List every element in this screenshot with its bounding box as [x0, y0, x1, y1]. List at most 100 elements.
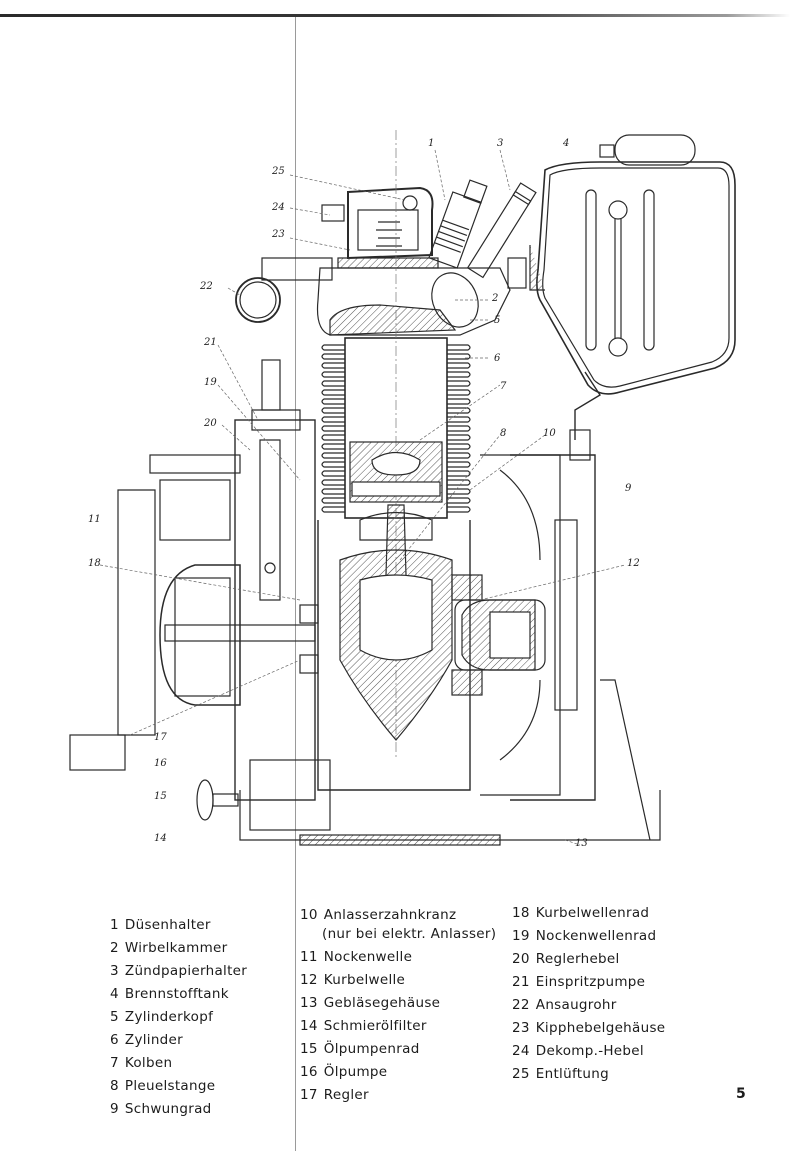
legend-item: 24 Dekomp.-Hebel	[512, 1040, 665, 1063]
decompression-lever	[321, 204, 345, 222]
legend-item-label: Schmierölfilter	[323, 1018, 427, 1034]
cooling-fin	[447, 398, 471, 405]
cooling-fin	[447, 479, 471, 486]
legend-item: 20 Reglerhebel	[512, 948, 665, 971]
cooling-fin	[321, 479, 345, 486]
legend-item-label: Entlüftung	[535, 1066, 609, 1082]
legend-item-number: 8	[110, 1078, 119, 1094]
cooling-fin	[321, 470, 345, 477]
cylinder	[321, 344, 471, 513]
crankcase	[239, 520, 661, 846]
legend-item-label: Kurbelwelle	[323, 972, 406, 988]
callout-12: 12	[627, 558, 640, 569]
legend-item-label: Einspritzpumpe	[535, 974, 646, 990]
legend-item: 22 Ansaugrohr	[512, 994, 665, 1017]
cooling-fin	[447, 443, 471, 450]
legend-item-number: 3	[110, 963, 119, 979]
legend-item: 18 Kurbelwellenrad	[512, 902, 665, 925]
legend-item-number: 24	[512, 1043, 530, 1059]
callout-6: 6	[494, 353, 501, 364]
cooling-fin	[447, 488, 471, 495]
cooling-fin	[321, 380, 345, 387]
cooling-fin	[321, 497, 345, 504]
legend-item-number: 23	[512, 1020, 530, 1036]
callout-24: 24	[272, 202, 285, 213]
cooling-fin	[447, 425, 471, 432]
callout-1: 1	[428, 138, 435, 149]
cooling-fin	[447, 434, 471, 441]
legend-item-number: 17	[300, 1087, 318, 1103]
legend-item-label: Wirbelkammer	[124, 940, 228, 956]
callout-21: 21	[204, 337, 217, 348]
legend-item-number: 21	[512, 974, 530, 990]
head-bolt	[507, 257, 527, 289]
cooling-fin	[447, 362, 471, 369]
legend-item-label: Gebläsegehäuse	[323, 995, 441, 1011]
camshaft-side	[69, 359, 331, 831]
scan-fold-line	[295, 17, 296, 1151]
callout-25: 25	[272, 166, 285, 177]
cooling-fin	[447, 344, 471, 351]
cooling-fin	[447, 461, 471, 468]
legend-item-label: Zündpapierhalter	[124, 963, 248, 979]
callout-15: 15	[154, 791, 167, 802]
legend-item: 13 Gebläsegehäuse	[300, 992, 496, 1015]
callout-13: 13	[575, 838, 588, 849]
cooling-fin	[447, 470, 471, 477]
cooling-fin	[447, 506, 471, 513]
cooling-fin	[321, 398, 345, 405]
legend-item-label: Zylinderkopf	[124, 1009, 214, 1025]
cooling-fin	[321, 488, 345, 495]
callout-8: 8	[500, 428, 507, 439]
legend-item: 8 Pleuelstange	[110, 1075, 247, 1098]
legend-item-number: 15	[300, 1041, 318, 1057]
cooling-fin	[447, 353, 471, 360]
page-number: 5	[736, 1086, 746, 1102]
legend-item-label: Nockenwellenrad	[535, 928, 657, 944]
legend-item-label: Kurbelwellenrad	[535, 905, 650, 921]
legend-item: 21 Einspritzpumpe	[512, 971, 665, 994]
callout-10: 10	[543, 428, 556, 439]
cooling-fin	[447, 416, 471, 423]
starting-crank	[117, 489, 156, 736]
legend-item-number: 22	[512, 997, 530, 1013]
callout-22: 22	[200, 281, 213, 292]
callout-2: 2	[492, 293, 499, 304]
callout-23: 23	[272, 229, 285, 240]
cooling-fin	[321, 371, 345, 378]
legend-item-label: Ansaugrohr	[535, 997, 617, 1013]
callout-18: 18	[88, 558, 101, 569]
cooling-fin	[447, 452, 471, 459]
cooling-fin	[447, 380, 471, 387]
legend-item-number: 12	[300, 972, 318, 988]
camshaft-housing	[159, 479, 231, 541]
legend-item-label: Dekomp.-Hebel	[535, 1043, 644, 1059]
cooling-fin	[321, 362, 345, 369]
injection-pump	[261, 359, 281, 411]
legend-item-number: 13	[300, 995, 318, 1011]
legend-item-number: 20	[512, 951, 530, 967]
legend-item-label: Reglerhebel	[535, 951, 620, 967]
legend-item-label: Schwungrad	[124, 1101, 212, 1117]
legend-item-label: Pleuelstange	[124, 1078, 216, 1094]
tank-rib	[643, 189, 655, 351]
fuel-tank	[529, 134, 736, 440]
legend-item-label: Ölpumpe	[323, 1064, 388, 1080]
callout-7: 7	[500, 381, 507, 392]
callout-16: 16	[154, 758, 167, 769]
swirl-chamber	[431, 272, 479, 328]
legend-item-number: 18	[512, 905, 530, 921]
cooling-fin	[447, 389, 471, 396]
